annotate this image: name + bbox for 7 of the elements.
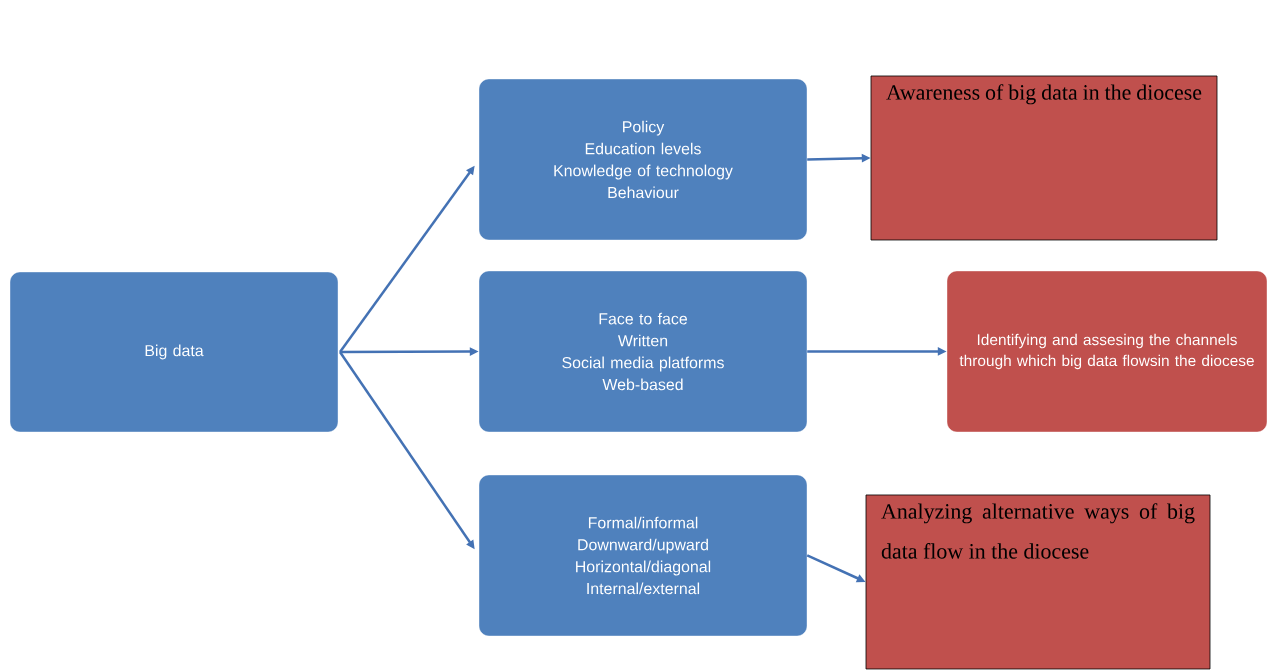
rounded-box: Big data <box>9 271 339 433</box>
rounded-box: Face to face Written Social media platforms Web-based <box>478 270 808 433</box>
rounded-box: Policy Education levels Knowledge of technology Behaviour <box>478 78 808 241</box>
outcome-box: Awareness of big data in the diocese <box>870 75 1218 241</box>
rounded-box: Formal/informal Downward/upward Horizontal/diagonal Internal/external <box>478 474 808 637</box>
rounded-box: Identifying and assesing the channels through which big data flowsin the diocese <box>946 270 1268 433</box>
outcome-box: Analyzing alternative ways of big data flow in the diocese <box>865 494 1211 670</box>
